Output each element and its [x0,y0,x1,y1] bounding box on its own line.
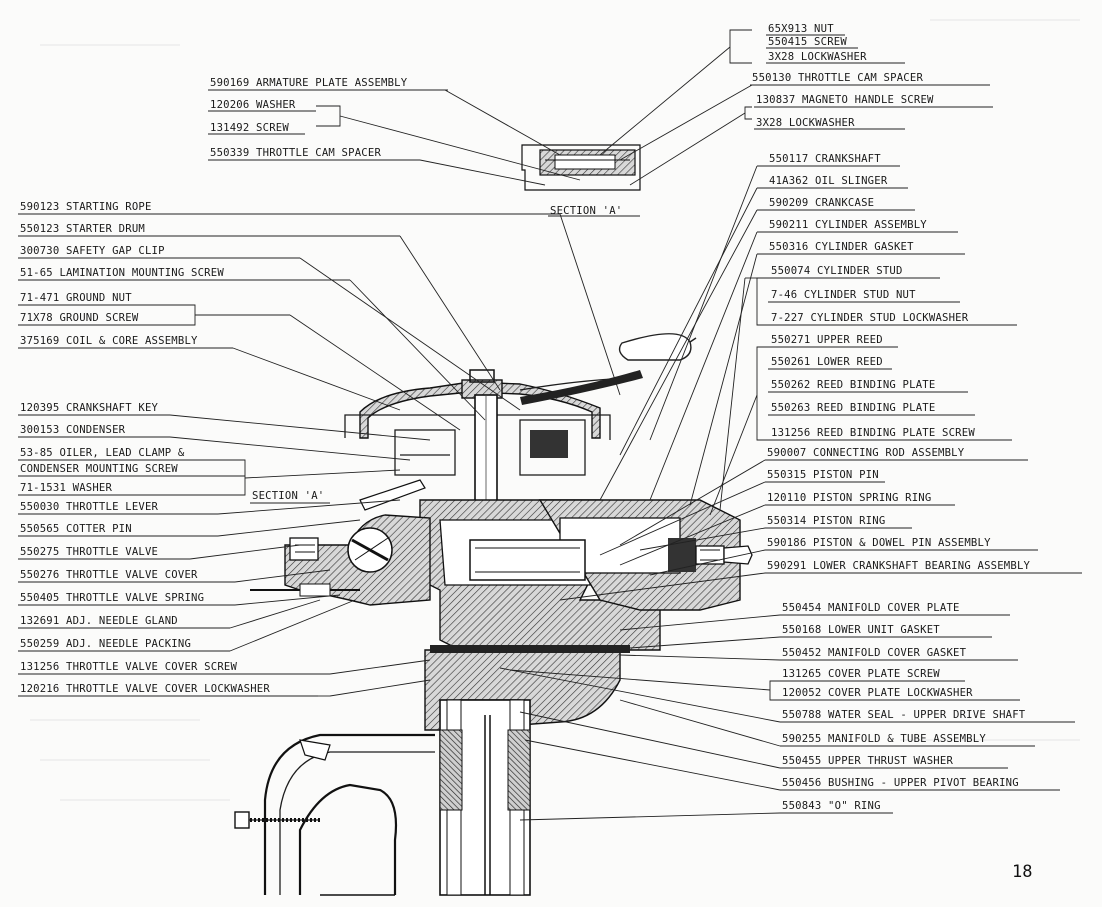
part-label: 7-227 CYLINDER STUD LOCKWASHER [771,312,969,324]
part-label: 550168 LOWER UNIT GASKET [782,624,940,636]
part-label: 550456 BUSHING - UPPER PIVOT BEARING [782,777,1019,789]
part-label: 71X78 GROUND SCREW [20,312,139,324]
part-label: 131256 REED BINDING PLATE SCREW [771,427,975,439]
part-label: 51-65 LAMINATION MOUNTING SCREW [20,267,224,279]
part-label: 550455 UPPER THRUST WASHER [782,755,953,767]
part-label: 550314 PISTON RING [767,515,885,527]
part-label: 375169 COIL & CORE ASSEMBLY [20,335,198,347]
left-labels: 590123 STARTING ROPE 550123 STARTER DRUM… [18,201,330,697]
part-label: 550275 THROTTLE VALVE [20,546,158,558]
part-label: 71-1531 WASHER [20,482,113,494]
part-label: 3X28 LOCKWASHER [756,117,855,129]
part-label: 120110 PISTON SPRING RING [767,492,931,504]
section-a-title: SECTION 'A' [550,205,622,217]
part-label: 550261 LOWER REED [771,356,883,368]
part-label: 550315 PISTON PIN [767,469,879,481]
part-label: 550123 STARTER DRUM [20,223,145,235]
part-label: 3X28 LOCKWASHER [768,51,867,63]
engine-drawing [234,333,753,896]
right-labels: 550117 CRANKSHAFT 41A362 OIL SLINGER 590… [757,153,1082,814]
page-number: 18 [1012,862,1032,882]
part-label: 120216 THROTTLE VALVE COVER LOCKWASHER [20,683,270,695]
part-label: 120206 WASHER [210,99,296,111]
part-label: 590211 CYLINDER ASSEMBLY [769,219,927,231]
part-label: 590169 ARMATURE PLATE ASSEMBLY [210,77,408,89]
part-label: 41A362 OIL SLINGER [769,175,888,187]
part-label: 550130 THROTTLE CAM SPACER [752,72,923,84]
part-label: 71-471 GROUND NUT [20,292,132,304]
part-label: 65X913 NUT [768,23,834,35]
part-label: 7-46 CYLINDER STUD NUT [771,289,916,301]
part-label: 550117 CRANKSHAFT [769,153,881,165]
part-label: 550276 THROTTLE VALVE COVER [20,569,198,581]
part-label: 550454 MANIFOLD COVER PLATE [782,602,960,614]
part-label: 590186 PISTON & DOWEL PIN ASSEMBLY [767,537,991,549]
inset-left-labels: 590169 ARMATURE PLATE ASSEMBLY 120206 WA… [208,77,448,161]
part-label: 131256 THROTTLE VALVE COVER SCREW [20,661,237,673]
part-label: 300730 SAFETY GAP CLIP [20,245,165,257]
part-label: 120052 COVER PLATE LOCKWASHER [782,687,973,699]
leader-lines [169,29,781,821]
part-label: 590123 STARTING ROPE [20,201,152,213]
part-label: 131492 SCREW [210,122,289,134]
part-label: 550074 CYLINDER STUD [771,265,903,277]
part-label: 550452 MANIFOLD COVER GASKET [782,647,967,659]
part-label: 53-85 OILER, LEAD CLAMP & [20,447,185,459]
part-label: 590209 CRANKCASE [769,197,874,209]
part-label: 550788 WATER SEAL - UPPER DRIVE SHAFT [782,709,1026,721]
part-label: CONDENSER MOUNTING SCREW [20,463,178,475]
part-label: 550271 UPPER REED [771,334,883,346]
section-a-inset: SECTION 'A' [521,144,641,217]
paper-bleed-through [30,19,1080,801]
part-label: 590255 MANIFOLD & TUBE ASSEMBLY [782,733,986,745]
part-label: 590291 LOWER CRANKSHAFT BEARING ASSEMBLY [767,560,1031,572]
part-label: 550405 THROTTLE VALVE SPRING [20,592,204,604]
part-label: 550339 THROTTLE CAM SPACER [210,147,381,159]
part-label: 550263 REED BINDING PLATE [771,402,935,414]
part-label: 550030 THROTTLE LEVER [20,501,159,513]
part-label: 120395 CRANKSHAFT KEY [20,402,159,414]
part-label: 130837 MAGNETO HANDLE SCREW [756,94,934,106]
part-label: 131265 COVER PLATE SCREW [782,668,940,680]
part-label: 300153 CONDENSER [20,424,126,436]
part-label: 550259 ADJ. NEEDLE PACKING [20,638,191,650]
part-label: 550316 CYLINDER GASKET [769,241,914,253]
part-label: 132691 ADJ. NEEDLE GLAND [20,615,178,627]
part-label: 550415 SCREW [768,36,847,48]
section-a-inline-label: SECTION 'A' [252,490,324,502]
part-label: 550843 "O" RING [782,800,881,812]
top-labels: 65X913 NUT 550415 SCREW 3X28 LOCKWASHER … [750,23,993,130]
part-label: 590007 CONNECTING ROD ASSEMBLY [767,447,965,459]
part-label: 550262 REED BINDING PLATE [771,379,935,391]
part-label: 550565 COTTER PIN [20,523,132,535]
